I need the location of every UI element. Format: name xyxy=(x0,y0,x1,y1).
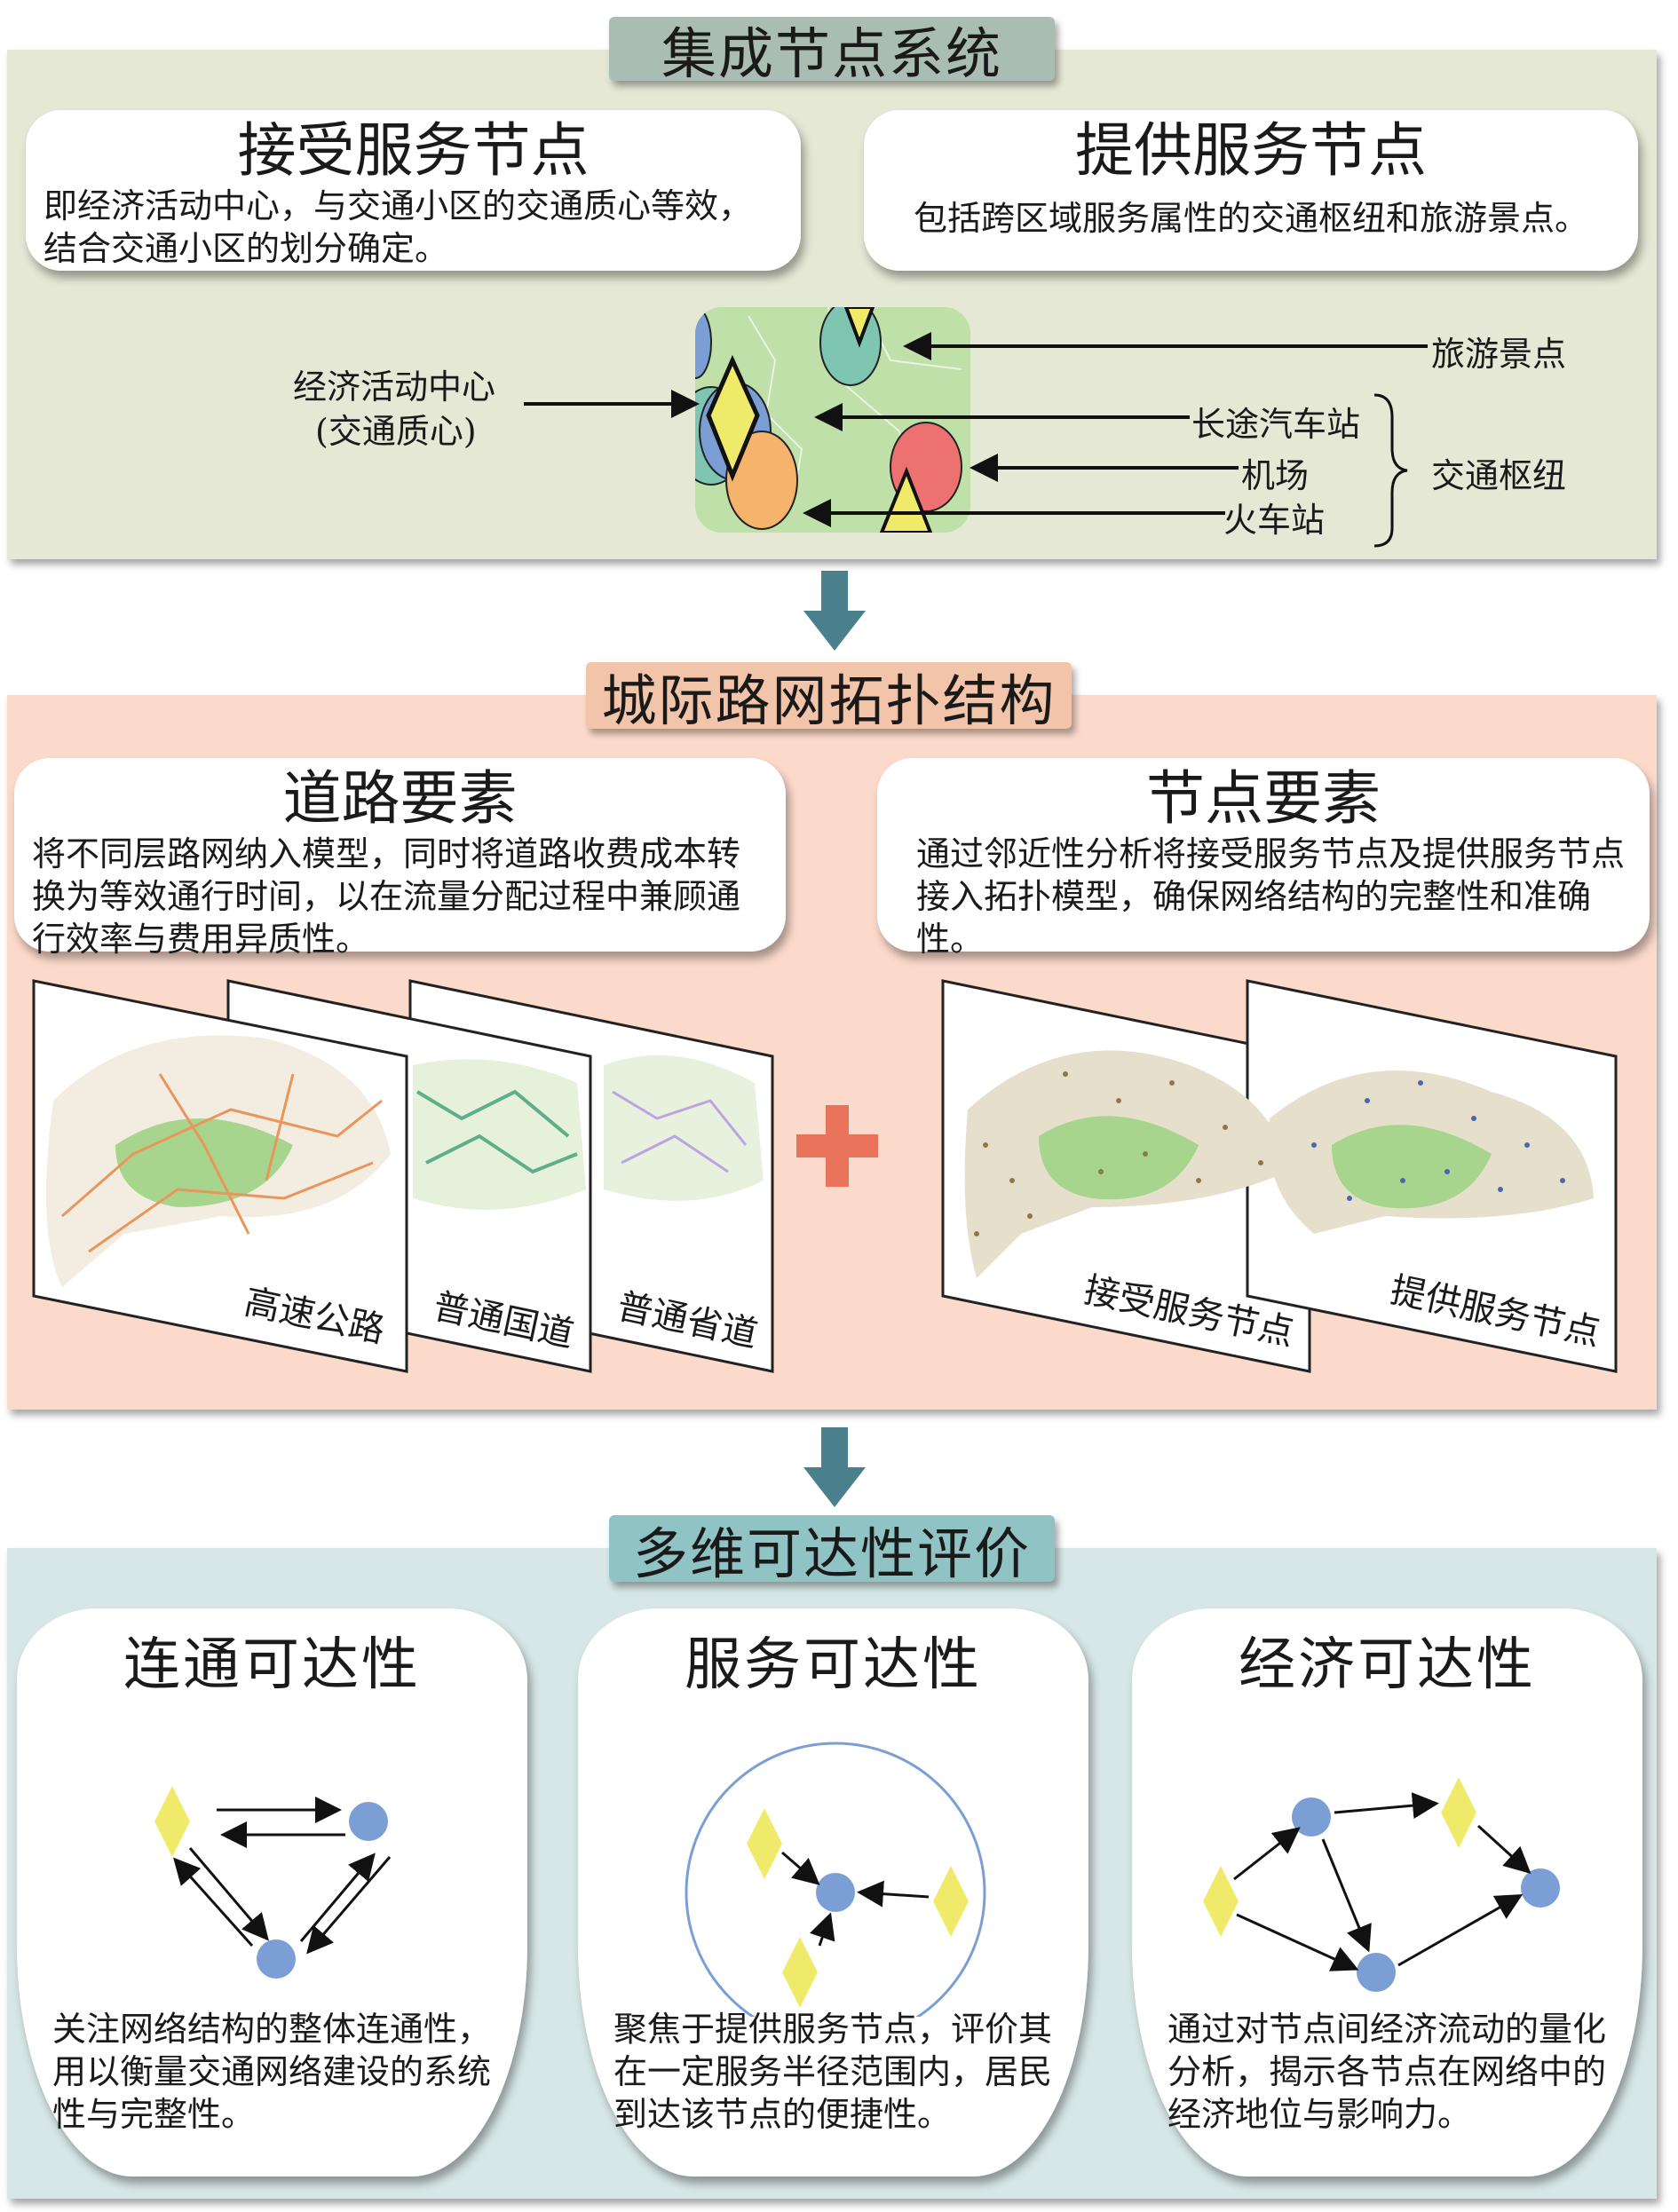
card-title: 道路要素 xyxy=(282,764,518,833)
card-title: 经济可达性 xyxy=(1239,1632,1536,1698)
label-tourist-spot: 旅游景点 xyxy=(1431,335,1567,374)
receive-node-dots xyxy=(974,1071,1263,1236)
provide-service-node-card: 提供服务节点 包括跨区域服务属性的交通枢纽和旅游景点。 xyxy=(864,110,1638,271)
road-element-card: 道路要素 将不同层路网纳入模型，同时将道路收费成本转换为等效通行时间，以在流量分… xyxy=(14,758,786,959)
card-title: 节点要素 xyxy=(1146,764,1381,833)
card-text: 通过邻近性分析将接受服务节点及提供服务节点接入拓扑模型，确保网络结构的完整性和准… xyxy=(916,834,1626,959)
map-annotation-arrows xyxy=(524,332,1428,548)
service-diagram xyxy=(685,1742,986,2017)
card-title: 提供服务节点 xyxy=(1075,116,1427,185)
connectivity-diagram xyxy=(154,1786,392,1979)
economic-accessibility-card: 经济可达性 通过对节点间经济流动的量化分析，揭示各节点在网络中的经济地位与影响力… xyxy=(1132,1608,1642,2176)
provide-node-dots xyxy=(1311,1080,1565,1201)
label-centroid: (交通质心) xyxy=(315,412,477,451)
train-station-marker xyxy=(725,431,798,530)
card-text: 关注网络结构的整体连通性，用以衡量交通网络建设的系统性与完整性。 xyxy=(52,2010,492,2134)
label-train-station: 火车站 xyxy=(1223,501,1326,540)
receive-service-node-card: 接受服务节点 即经济活动中心，与交通小区的交通质心等效，结合交通小区的划分确定。 xyxy=(26,110,801,271)
service-accessibility-card: 服务可达性 聚焦于提供服务节点，评价其在一定服务半径范围内，居民到达该节点的便捷… xyxy=(578,1608,1088,2176)
section-title-integrated-node-system: 集成节点系统 xyxy=(609,17,1055,86)
card-title: 连通可达性 xyxy=(123,1632,421,1698)
economic-center-diamond xyxy=(706,354,760,482)
card-text: 聚焦于提供服务节点，评价其在一定服务半径范围内，居民到达该节点的便捷性。 xyxy=(613,2010,1053,2134)
card-text: 将不同层路网纳入模型，同时将道路收费成本转换为等效通行时间，以在流量分配过程中兼… xyxy=(32,834,741,959)
section-title-accessibility-evaluation: 多维可达性评价 xyxy=(609,1515,1055,1586)
label-economic-center: 经济活动中心 xyxy=(293,367,496,407)
economic-diagram xyxy=(1203,1777,1560,1992)
service-radius-circle xyxy=(685,1742,986,2017)
map-layers xyxy=(32,979,1618,1373)
node-element-card: 节点要素 通过邻近性分析将接受服务节点及提供服务节点接入拓扑模型，确保网络结构的… xyxy=(877,758,1650,959)
section-title-road-network-topology: 城际路网拓扑结构 xyxy=(586,662,1072,733)
card-title: 服务可达性 xyxy=(685,1632,982,1698)
label-airport: 机场 xyxy=(1241,456,1310,495)
connectivity-accessibility-card: 连通可达性 关注网络结构的整体连通性，用以衡量交通网络建设的系统性与完整性。 xyxy=(17,1608,527,2176)
card-text: 通过对节点间经济流动的量化分析，揭示各节点在网络中的经济地位与影响力。 xyxy=(1167,2010,1607,2134)
label-transport-hub: 交通枢纽 xyxy=(1431,456,1567,495)
card-text: 即经济活动中心，与交通小区的交通质心等效，结合交通小区的划分确定。 xyxy=(44,186,753,268)
brace-icon xyxy=(1373,393,1408,548)
card-title: 接受服务节点 xyxy=(237,116,590,185)
down-arrow-icon xyxy=(803,571,866,651)
down-arrow-icon xyxy=(803,1427,866,1507)
label-bus-station: 长途汽车站 xyxy=(1191,405,1361,444)
card-text: 包括跨区域服务属性的交通枢纽和旅游景点。 xyxy=(913,199,1588,238)
